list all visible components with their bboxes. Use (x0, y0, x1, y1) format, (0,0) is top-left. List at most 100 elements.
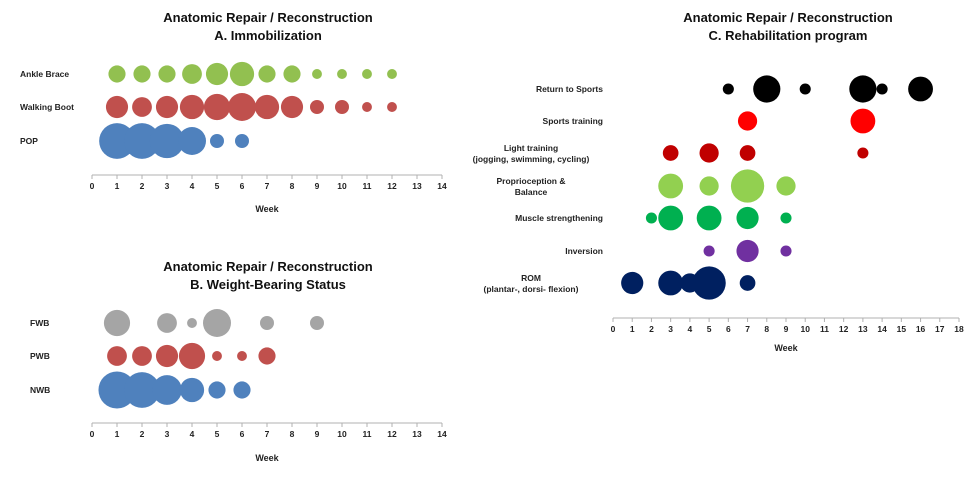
x-tick-label: 6 (240, 429, 245, 439)
category-label-line: (jogging, swimming, cycling) (473, 154, 590, 164)
x-tick-label: 10 (337, 429, 347, 439)
x-tick-label: 18 (954, 324, 964, 334)
bubble-inversion-week-7 (736, 239, 759, 263)
x-tick-label: 16 (916, 324, 926, 334)
bubble-inversion-week-5 (703, 245, 715, 257)
bubble-pop-week-4 (177, 126, 207, 156)
bubble-fwb-week-4 (187, 318, 197, 328)
category-label-line: (plantar-, dorsi- flexion) (484, 284, 579, 294)
bubble-pop-week-3 (149, 123, 185, 159)
x-tick-label: 1 (115, 181, 120, 191)
x-tick-label: 11 (363, 429, 372, 439)
bubble-ankle-brace-week-3 (158, 65, 176, 83)
category-label: Return to Sports (536, 84, 603, 94)
chart-subtitle: C. Rehabilitation program (709, 28, 868, 43)
bubble-return-to-sports-week-14 (876, 83, 888, 95)
bubble-pwb-week-1 (107, 346, 127, 366)
x-tick-label: 12 (387, 181, 397, 191)
bubble-return-to-sports-week-16 (908, 76, 933, 102)
bubble-proprioception-balance-week-7 (730, 169, 765, 203)
x-tick-label: 7 (265, 181, 270, 191)
bubble-ankle-brace-week-1 (108, 65, 126, 83)
x-tick-label: 15 (897, 324, 907, 334)
bubble-pwb-week-7 (258, 347, 276, 365)
x-tick-label: 17 (935, 324, 945, 334)
bubble-pop-week-2 (124, 123, 160, 159)
x-tick-label: 5 (707, 324, 712, 334)
bubble-pwb-week-5 (212, 351, 222, 361)
x-tick-label: 12 (839, 324, 849, 334)
bubble-light-training-jogging-swimming-cycling-week-3 (662, 145, 679, 161)
bubble-muscle-strengthening-week-9 (780, 212, 792, 224)
category-label-line: Balance (515, 187, 548, 197)
x-tick-label: 5 (215, 429, 220, 439)
bubble-light-training-jogging-swimming-cycling-week-5 (699, 143, 719, 163)
chart-title: Anatomic Repair / Reconstruction (163, 10, 373, 25)
bubble-walking-boot-week-7 (254, 94, 280, 120)
category-label-line: ROM (521, 273, 541, 283)
bubble-proprioception-balance-week-9 (776, 176, 796, 196)
x-tick-label: 11 (820, 324, 829, 334)
bubble-sports-training-week-13 (850, 108, 876, 134)
bubble-proprioception-balance-week-5 (699, 176, 719, 196)
category-label: Sports training (543, 116, 603, 126)
bubble-rom-plantar-dorsi-flexion-week-1 (621, 271, 644, 295)
category-label: NWB (30, 385, 50, 395)
category-label: ROM(plantar-, dorsi- flexion) (484, 273, 579, 294)
bubble-fwb-week-7 (259, 315, 275, 331)
bubble-nwb-week-1 (98, 371, 136, 409)
bubble-return-to-sports-week-13 (849, 75, 877, 103)
bubble-fwb-week-3 (157, 313, 177, 333)
x-axis-label: Week (774, 343, 798, 353)
category-label: PWB (30, 351, 50, 361)
bubble-pwb-week-6 (237, 351, 247, 361)
x-tick-label: 10 (800, 324, 810, 334)
x-tick-label: 0 (611, 324, 616, 334)
bubble-ankle-brace-week-10 (337, 69, 347, 79)
x-tick-label: 8 (290, 429, 295, 439)
x-tick-label: 13 (858, 324, 868, 334)
category-label-line: Proprioception & (497, 176, 566, 186)
bubble-muscle-strengthening-week-2 (645, 212, 657, 224)
x-tick-label: 14 (437, 181, 447, 191)
chart-title: Anatomic Repair / Reconstruction (683, 10, 893, 25)
x-tick-label: 3 (165, 429, 170, 439)
bubble-walking-boot-week-9 (309, 99, 325, 115)
x-tick-label: 6 (726, 324, 731, 334)
x-tick-label: 4 (190, 181, 195, 191)
x-tick-label: 8 (290, 181, 295, 191)
category-label: Muscle strengthening (515, 213, 603, 223)
bubble-return-to-sports-week-8 (753, 75, 781, 103)
bubble-return-to-sports-week-6 (722, 83, 734, 95)
category-label: POP (20, 136, 38, 146)
x-tick-label: 8 (764, 324, 769, 334)
bubble-fwb-week-9 (309, 315, 325, 331)
bubble-ankle-brace-week-11 (362, 69, 372, 79)
category-label-line: Light training (504, 143, 558, 153)
bubble-walking-boot-week-6 (227, 92, 257, 122)
category-label: Ankle Brace (20, 69, 69, 79)
bubble-rom-plantar-dorsi-flexion-week-7 (739, 275, 756, 291)
bubble-ankle-brace-week-12 (387, 69, 397, 79)
x-tick-label: 3 (165, 181, 170, 191)
bubble-muscle-strengthening-week-7 (736, 206, 759, 230)
x-tick-label: 12 (387, 429, 397, 439)
x-tick-label: 0 (90, 429, 95, 439)
bubble-walking-boot-week-3 (155, 95, 179, 119)
bubble-nwb-week-2 (124, 372, 160, 408)
bubble-walking-boot-week-4 (179, 94, 205, 120)
bubble-light-training-jogging-swimming-cycling-week-7 (739, 145, 756, 161)
bubble-pwb-week-3 (155, 344, 179, 368)
x-tick-label: 2 (649, 324, 654, 334)
bubble-walking-boot-week-8 (280, 95, 304, 119)
bubble-ankle-brace-week-4 (182, 64, 202, 84)
x-tick-label: 4 (190, 429, 195, 439)
chart-subtitle: B. Weight-Bearing Status (190, 277, 346, 292)
x-axis-label: Week (255, 204, 279, 214)
x-tick-label: 9 (315, 429, 320, 439)
x-tick-label: 11 (363, 181, 372, 191)
bubble-pwb-week-4 (178, 342, 206, 370)
bubble-pop-week-1 (99, 123, 135, 159)
bubble-inversion-week-9 (780, 245, 792, 257)
